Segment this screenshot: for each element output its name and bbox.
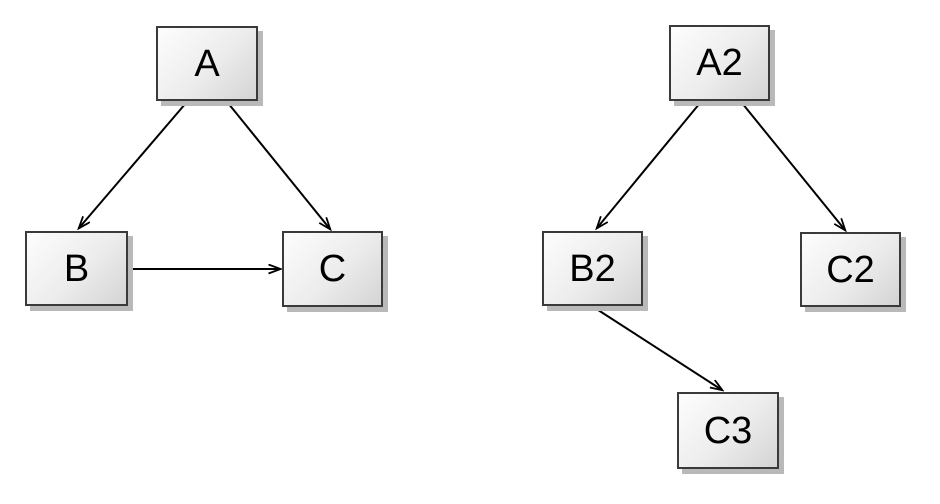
- node-C[interactable]: C: [282, 231, 383, 307]
- node-label: C2: [826, 248, 875, 291]
- edge-A-to-B[interactable]: [79, 102, 187, 228]
- node-B[interactable]: B: [25, 231, 128, 306]
- node-B2[interactable]: B2: [542, 231, 643, 306]
- node-A[interactable]: A: [156, 26, 258, 101]
- edge-A2-to-C2[interactable]: [741, 102, 845, 230]
- node-label: A: [194, 42, 220, 85]
- edge-A-to-C[interactable]: [227, 102, 330, 229]
- node-label: B2: [569, 247, 616, 290]
- node-C2[interactable]: C2: [800, 232, 901, 307]
- node-label: C: [318, 248, 347, 290]
- edge-B2-to-C3[interactable]: [594, 307, 722, 390]
- node-label: A2: [696, 42, 743, 84]
- node-C3[interactable]: C3: [677, 392, 779, 469]
- node-A2[interactable]: A2: [669, 25, 770, 101]
- node-label: C3: [703, 409, 753, 452]
- node-label: B: [63, 247, 90, 290]
- edge-A2-to-B2[interactable]: [597, 102, 701, 228]
